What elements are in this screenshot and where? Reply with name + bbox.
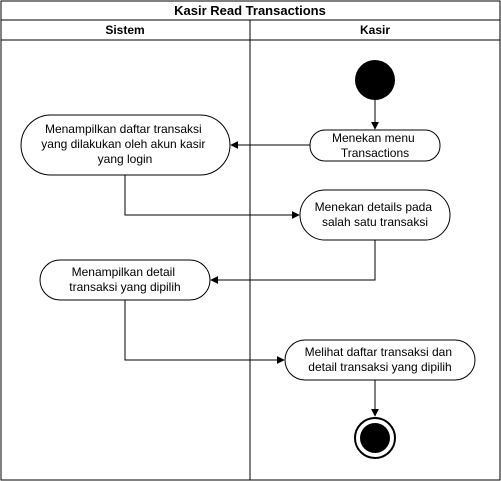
edge-n4-to-n5	[124, 300, 285, 364]
diagram-title: Kasir Read Transactions	[174, 3, 326, 18]
action-node-menampilkan-daftar: Menampilkan daftar transaksi yang dilaku…	[20, 114, 231, 176]
svg-text:Melihat daftar transaksi dan: Melihat daftar transaksi dan detail tran…	[305, 345, 456, 374]
node-n2-line-3: yang login	[98, 152, 153, 166]
edge-n3-to-n4	[210, 240, 376, 284]
svg-text:Menampilkan daftar transaksi: Menampilkan daftar transaksi yang dilaku…	[41, 122, 208, 166]
node-n2-line-2: yang dilakukan oleh akun kasir	[41, 137, 205, 151]
action-node-melihat-daftar: Melihat daftar transaksi dan detail tran…	[284, 339, 476, 381]
node-n5-line-2: detail transaksi yang dipilih	[308, 360, 451, 374]
edge-n2-to-n3	[124, 175, 300, 219]
node-n2-line-1: Menampilkan daftar transaksi	[45, 122, 202, 136]
node-n1-line-1: Menekan menu	[332, 131, 415, 145]
initial-node	[355, 60, 395, 100]
node-n3-line-1: Menekan details pada	[315, 200, 433, 214]
node-n4-line-2: transaksi yang dipilih	[69, 280, 180, 294]
action-node-menekan-details: Menekan details pada salah satu transaks…	[299, 189, 451, 241]
svg-text:Menampilkan detail trans: Menampilkan detail transaksi yang dipili…	[69, 265, 180, 294]
final-node	[354, 417, 396, 459]
svg-text:Menekan menu Transaction: Menekan menu Transactions	[332, 131, 418, 160]
node-n3-line-2: salah satu transaksi	[322, 215, 428, 229]
lane-header-kasir: Kasir	[360, 23, 390, 37]
lane-header-sistem: Sistem	[105, 23, 144, 37]
svg-text:Menekan details pada sal: Menekan details pada salah satu transaks…	[315, 200, 436, 229]
node-n1-line-2: Transactions	[341, 146, 409, 160]
action-node-menekan-menu: Menekan menu Transactions	[309, 129, 441, 162]
action-node-menampilkan-detail: Menampilkan detail transaksi yang dipili…	[39, 259, 211, 301]
node-n5-line-1: Melihat daftar transaksi dan	[305, 345, 452, 359]
node-n4-line-1: Menampilkan detail	[72, 265, 175, 279]
